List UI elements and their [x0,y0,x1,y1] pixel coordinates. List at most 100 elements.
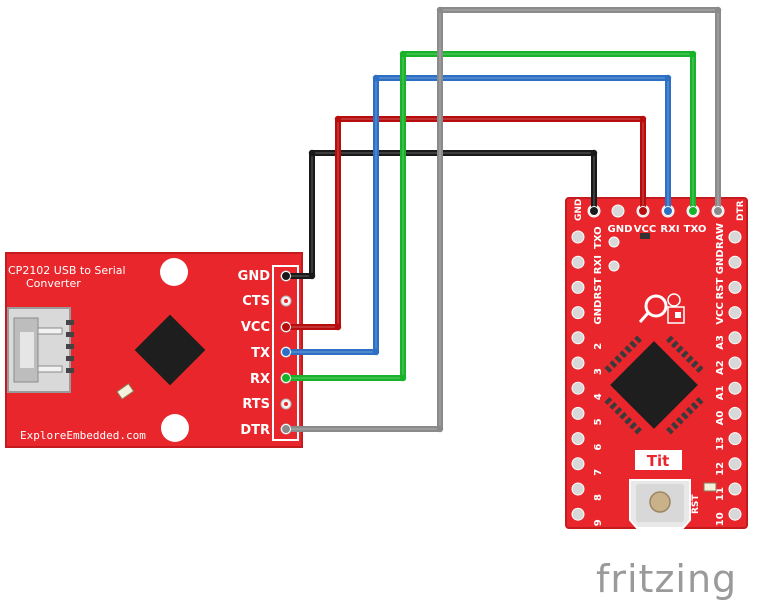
right-pin-label: 11 [715,487,726,501]
right-pin-a3[interactable] [728,331,742,345]
wire-bend [334,323,342,331]
smd-led [116,383,135,400]
wire-bend [372,348,380,356]
wire-endpoint [281,373,291,383]
top-corner-label-gnd: GND [574,199,584,221]
wire-endpoint [281,322,291,332]
left-pin-label: TXO [593,226,604,249]
rst-label: RST [691,494,701,514]
left-pin-gnd[interactable] [571,306,585,320]
right-pin-label: 12 [715,462,726,476]
wire-endpoint [281,347,291,357]
left-pin-label: 9 [593,519,604,526]
arduino-pro-mini-board: GND DTR GND VCC RXI TXO TXORXIRSTGND2345… [565,197,748,529]
cp2102-chip [134,314,206,386]
left-pin-7[interactable] [571,457,585,471]
left-pin-rst[interactable] [571,280,585,294]
left-pin-label: 5 [593,418,604,425]
left-pin-8[interactable] [571,482,585,496]
pin-label-tx: TX [251,346,270,361]
left-pin-column [571,230,585,521]
wire-bend [664,74,672,82]
converter-brand: ExploreEmbedded.com [20,429,146,442]
left-pin-6[interactable] [571,432,585,446]
mounting-hole [160,258,188,286]
open-hardware-logo-icon [638,293,685,324]
atmega-chip [604,335,704,435]
top-label-rxi: RXI [660,224,679,235]
wire-endpoint [713,206,723,216]
left-pin-label: RXI [593,255,604,274]
left-pin-rxi[interactable] [571,255,585,269]
left-pin-label: 7 [593,469,604,476]
left-pin-label: GND [593,300,604,325]
right-pin-rst[interactable] [728,280,742,294]
reset-button[interactable] [629,479,691,529]
left-pin-2[interactable] [571,331,585,345]
left-pin-txo[interactable] [571,230,585,244]
right-pin-a2[interactable] [728,356,742,370]
pad [608,260,620,272]
wire-bend [308,149,316,157]
right-pin-13[interactable] [728,432,742,446]
wire-bend [639,115,647,123]
left-pin-label: 4 [593,393,604,400]
fritzing-watermark: fritzing [596,557,737,600]
left-pin-5[interactable] [571,406,585,420]
top-label-txo: TXO [684,224,707,235]
top-label-vcc: VCC [634,224,656,235]
wire-endpoint [663,206,673,216]
wire-bend [436,6,444,14]
wire-bend [399,374,407,382]
wire-bend [372,74,380,82]
right-pin-11[interactable] [728,482,742,496]
pin-label-cts: CTS [242,294,270,309]
right-pin-raw[interactable] [728,230,742,244]
mounting-hole [161,414,189,442]
wire-bend [399,50,407,58]
converter-title-line2: Converter [26,277,81,290]
smd-components [640,233,650,239]
left-pin-label: RST [593,277,604,299]
pad [608,236,620,248]
top-corner-label-dtr: DTR [736,200,746,221]
left-pin-label: 3 [593,368,604,375]
left-pin-label: 6 [593,444,604,451]
wire-endpoint [281,424,291,434]
wire-bend [334,115,342,123]
right-pin-gnd[interactable] [728,255,742,269]
right-pin-label: RAW [715,223,726,249]
left-pin-3[interactable] [571,356,585,370]
right-pin-label: GND [715,249,726,274]
chip-label-box [635,450,682,470]
wire-bend [436,425,444,433]
wire-bend [714,6,722,14]
left-pin-9[interactable] [571,507,585,521]
wires [281,6,723,434]
pin-label-dtr: DTR [240,423,270,438]
cp2102-converter-board: CP2102 USB to Serial Converter ExploreEm… [5,252,303,448]
right-pin-vcc[interactable] [728,306,742,320]
right-pin-label: RST [715,277,726,299]
right-pin-label: A3 [715,335,726,350]
right-pin-10[interactable] [728,507,742,521]
pin-label-rx: RX [250,372,270,387]
right-pin-a1[interactable] [728,381,742,395]
wire-bend [308,272,316,280]
wire-bend [590,149,598,157]
wire-bend [689,50,697,58]
micro-usb-connector [7,307,74,393]
right-pin-a0[interactable] [728,406,742,420]
pin-label-rts: RTS [242,397,270,412]
wire-endpoint [589,206,599,216]
right-pin-12[interactable] [728,457,742,471]
converter-title-line1: CP2102 USB to Serial [8,264,126,277]
top-pin-gnd[interactable] [611,204,625,218]
right-pin-label: 13 [715,437,726,451]
right-pin-label: A2 [715,360,726,375]
left-pin-4[interactable] [571,381,585,395]
